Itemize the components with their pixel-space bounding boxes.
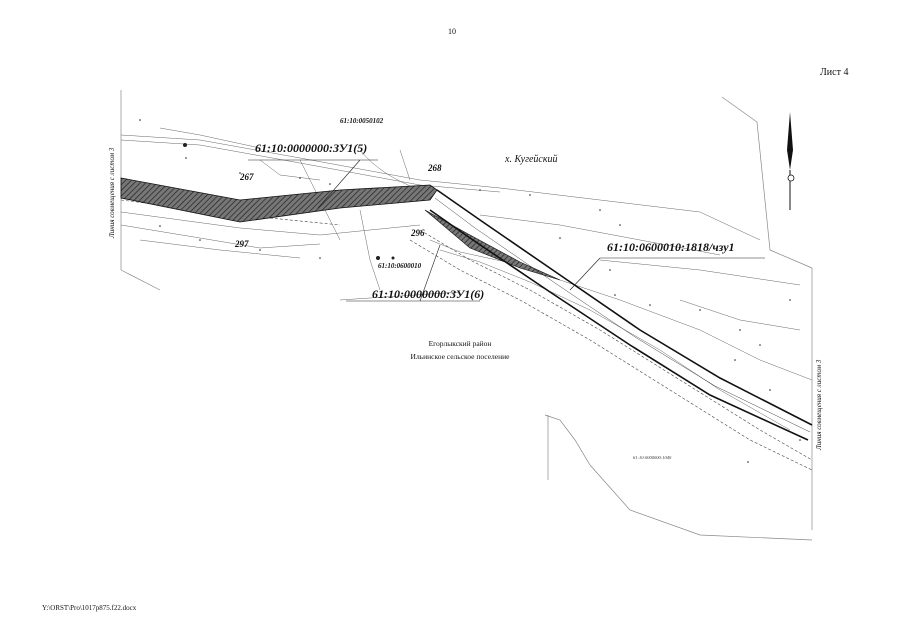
parcel-label-zu1-6: 61:10:0000000:ЗУ1(6)	[372, 287, 485, 301]
north-arrow-icon	[787, 112, 795, 210]
parcel-label-zu1-5: 61:10:0000000:ЗУ1(5)	[255, 141, 368, 155]
quarter-label-bottom: 61:10:0000000:1040	[633, 455, 672, 460]
page-number: 10	[448, 27, 456, 36]
point-label-296: 296	[411, 228, 425, 238]
sheet-label: Лист 4	[820, 67, 849, 78]
district-label: Егорлыкский район	[428, 339, 492, 348]
parcel-label-chzu1: 61:10:0600010:1818/чзу1	[607, 240, 735, 254]
rural-settlement-label: Ильинское сельское поселение	[410, 352, 510, 361]
survey-points	[139, 119, 801, 463]
settlement-label: х. Кугейский	[505, 154, 558, 165]
match-line-right-label: Линия совмещения с листом 3	[815, 359, 823, 450]
point-label-297: 297	[235, 239, 249, 249]
parcel-chzu1-lines	[429, 189, 813, 441]
point-label-268: 268	[428, 163, 442, 173]
quarter-label-mid: 61:10:0600010	[378, 262, 422, 270]
leader-lines	[248, 159, 765, 302]
match-line-left-label: Линия совмещения с листом 3	[108, 147, 116, 238]
quarter-label-top: 61:10:0050102	[340, 117, 384, 125]
railway-lines	[120, 199, 813, 471]
topo-lines	[120, 127, 813, 431]
footer-file-path: Y:\ORST\Pro\1017p875.f22.docx	[42, 604, 137, 612]
map-frame	[120, 90, 813, 541]
point-label-267: 267	[240, 172, 254, 182]
corridor-zu1-6	[424, 209, 561, 281]
corridor-zu1-5	[120, 177, 438, 223]
